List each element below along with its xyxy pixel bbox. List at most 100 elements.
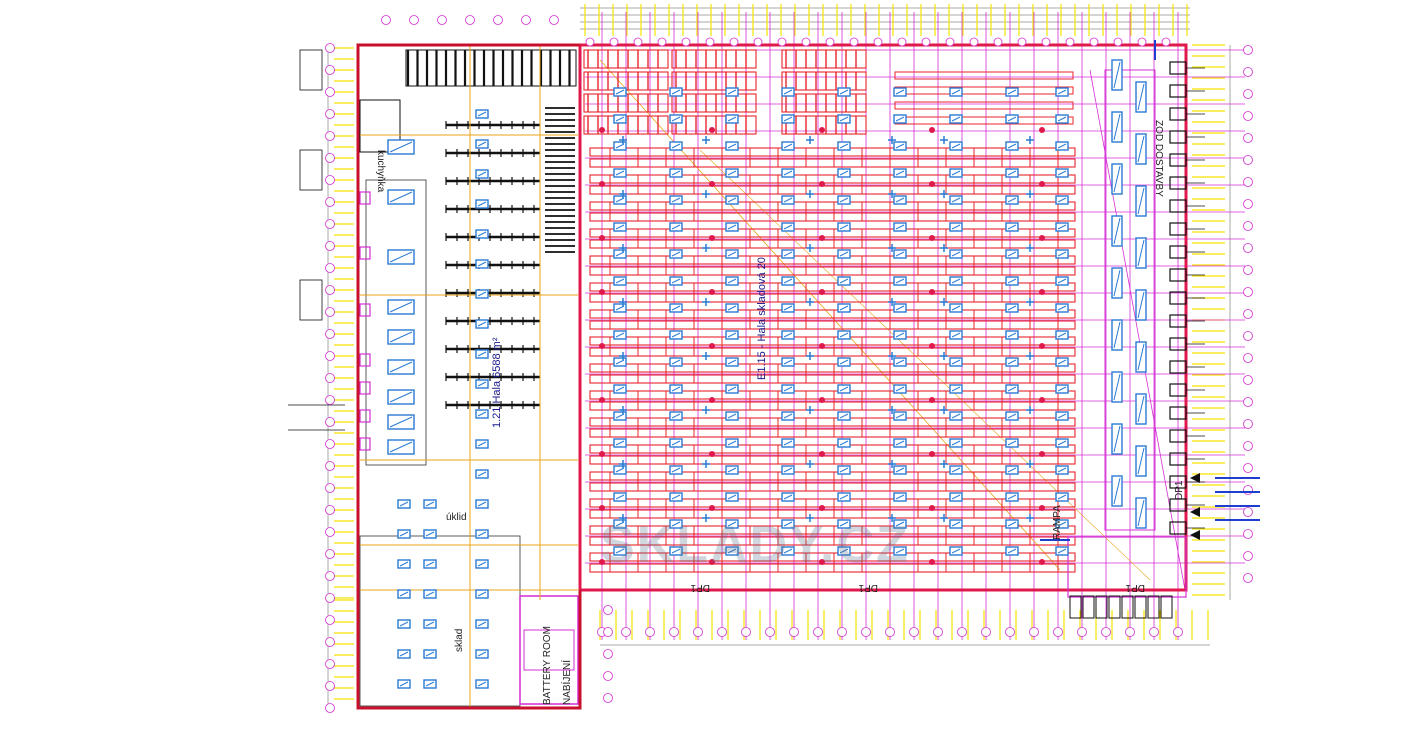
column xyxy=(1039,451,1045,457)
sprinkler xyxy=(940,298,948,306)
sprinkler xyxy=(702,298,710,306)
guide-diagonal xyxy=(699,149,1151,581)
light-fixture-mark xyxy=(783,521,793,527)
sprinkler xyxy=(1026,352,1034,360)
column xyxy=(1039,181,1045,187)
column xyxy=(1039,505,1045,511)
door-marker xyxy=(359,246,371,260)
axis-bubbles xyxy=(325,15,1253,713)
dock-door xyxy=(1147,595,1160,619)
light-fixture-mark xyxy=(1113,373,1121,401)
rack xyxy=(589,158,1076,168)
rack xyxy=(589,525,1076,535)
light-fixture-mark xyxy=(951,305,961,311)
dock-label-3: DP1 xyxy=(1125,582,1145,593)
column xyxy=(929,235,935,241)
sprinkler xyxy=(888,190,896,198)
guide-diagonal xyxy=(1089,69,1186,591)
axis-bubble xyxy=(603,693,613,703)
light-fixture-mark xyxy=(389,331,413,343)
light-fixture-mark xyxy=(783,548,793,554)
column xyxy=(709,451,715,457)
sprinkler xyxy=(888,406,896,414)
battery-cell xyxy=(523,629,575,671)
light-fixture-mark xyxy=(477,621,487,627)
light-fixture-mark xyxy=(615,89,625,95)
rack xyxy=(671,93,757,113)
dock-door xyxy=(1160,595,1173,619)
sprinkler xyxy=(702,352,710,360)
annotation-block xyxy=(299,49,323,91)
light-fixture-mark xyxy=(477,261,487,267)
light-fixture-mark xyxy=(839,305,849,311)
light-fixture-mark xyxy=(783,494,793,500)
light-fixture-mark xyxy=(1113,165,1121,193)
axis-bubble xyxy=(885,627,895,637)
column xyxy=(929,343,935,349)
axis-bubble xyxy=(1243,199,1253,209)
axis-bubble xyxy=(645,627,655,637)
light-fixture-mark xyxy=(951,89,961,95)
light-fixture-mark xyxy=(1057,521,1067,527)
rack xyxy=(589,428,1076,438)
light-fixture-mark xyxy=(951,521,961,527)
light-fixture-mark xyxy=(671,224,681,230)
column xyxy=(929,289,935,295)
light-fixture-mark xyxy=(783,89,793,95)
axis-bubble xyxy=(969,37,979,47)
light-fixture-mark xyxy=(1057,143,1067,149)
rack xyxy=(781,71,867,91)
rack xyxy=(589,282,1076,292)
light-fixture-mark xyxy=(477,321,487,327)
light-fixture-mark xyxy=(389,441,413,453)
axis-bubble xyxy=(585,37,595,47)
light-fixture-mark xyxy=(839,251,849,257)
axis-bubble xyxy=(933,627,943,637)
light-fixture-mark xyxy=(1113,217,1121,245)
light-fixture-mark xyxy=(895,116,905,122)
light-fixture-mark xyxy=(615,413,625,419)
dock-door xyxy=(1108,595,1121,619)
axis-bubble xyxy=(1113,37,1123,47)
sprinkler xyxy=(702,136,710,144)
axis-bubble xyxy=(325,461,335,471)
column xyxy=(599,127,605,133)
sprinkler xyxy=(619,406,627,414)
sprinkler xyxy=(940,136,948,144)
light-fixture-mark xyxy=(399,591,409,597)
rack xyxy=(671,49,757,69)
light-fixture-mark xyxy=(1007,305,1017,311)
column xyxy=(819,397,825,403)
column xyxy=(819,505,825,511)
sprinkler xyxy=(888,460,896,468)
light-fixture-mark xyxy=(477,411,487,417)
door-marker xyxy=(359,381,371,395)
sprinkler xyxy=(806,352,814,360)
axis-bubble xyxy=(1029,627,1039,637)
light-fixture-mark xyxy=(951,359,961,365)
light-fixture-mark xyxy=(1007,359,1017,365)
column xyxy=(819,235,825,241)
axis-bubble xyxy=(1243,507,1253,517)
rack xyxy=(589,228,1076,238)
room-label-battery: BATTERY ROOM xyxy=(542,626,553,705)
light-fixture-mark xyxy=(389,301,413,313)
column xyxy=(709,127,715,133)
rack xyxy=(589,347,1076,357)
axis-bubble xyxy=(1125,627,1135,637)
light-fixture-mark xyxy=(1113,425,1121,453)
light-fixture-mark xyxy=(477,501,487,507)
light-fixture-mark xyxy=(399,561,409,567)
light-fixture-mark xyxy=(477,201,487,207)
axis-bubble xyxy=(681,37,691,47)
light-fixture-mark xyxy=(615,548,625,554)
light-fixture-mark xyxy=(1057,89,1067,95)
axis-bubble xyxy=(657,37,667,47)
column xyxy=(819,127,825,133)
light-fixture-mark xyxy=(783,467,793,473)
rack xyxy=(589,390,1076,400)
service-zone xyxy=(1104,69,1156,531)
light-fixture-mark xyxy=(671,413,681,419)
axis-bubble xyxy=(1243,485,1253,495)
light-fixture-mark xyxy=(1007,170,1017,176)
